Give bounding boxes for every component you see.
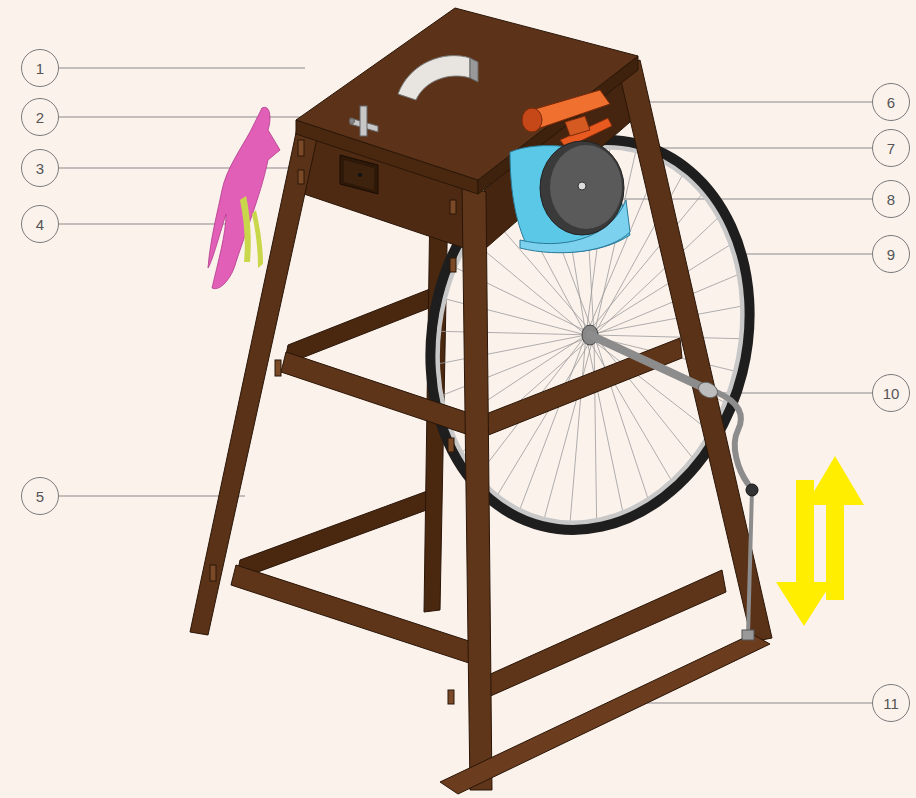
leader-lines — [722, 392, 872, 393]
leader-lines — [735, 253, 872, 254]
wheel-spoke — [594, 335, 741, 339]
callout-number: 7 — [887, 140, 895, 157]
metal-clamp — [350, 119, 355, 124]
callout-circle: 5 — [21, 477, 59, 515]
callout-circle: 9 — [872, 235, 910, 273]
foot-board — [440, 634, 770, 794]
wheel-spoke — [438, 335, 587, 364]
tool-rest — [398, 56, 470, 100]
glove — [208, 107, 280, 288]
motion-arrows — [806, 456, 864, 600]
wedge-joints — [450, 258, 456, 272]
metal-clamp — [350, 106, 379, 136]
glove — [208, 107, 280, 288]
callout-number: 3 — [36, 160, 44, 177]
crank-mechanism — [590, 335, 752, 635]
callout-circle: 2 — [21, 98, 59, 136]
grinder-body — [522, 108, 542, 132]
callout-circle: 6 — [872, 83, 910, 121]
glove — [240, 196, 251, 262]
wedge-joints — [298, 170, 304, 184]
grinder-body — [565, 116, 590, 136]
leader-lines — [59, 495, 245, 496]
callout-number: 5 — [36, 488, 44, 505]
stool-rail — [486, 338, 682, 436]
stool-rail — [231, 565, 472, 664]
callout-circle: 11 — [872, 684, 910, 722]
wheel-spoke — [586, 306, 743, 335]
callout-circle: 1 — [21, 49, 59, 87]
crank-parts — [742, 630, 754, 640]
crank-mechanism — [590, 335, 700, 386]
wheel-spoke — [594, 335, 597, 521]
callout-circle: 4 — [21, 205, 59, 243]
apron-box — [344, 160, 374, 190]
grinding-wheel — [550, 145, 622, 229]
tool-rest — [470, 58, 478, 82]
leader-lines — [640, 702, 872, 703]
motion-arrows — [776, 480, 832, 626]
stool-rail — [281, 352, 472, 436]
callout-circle: 10 — [872, 374, 910, 412]
back-stretchers — [284, 285, 442, 365]
metal-clamp — [360, 106, 367, 136]
wedge-joints — [448, 690, 454, 704]
crank-parts — [746, 484, 758, 496]
callout-number: 10 — [883, 385, 900, 402]
wheel-spoke — [586, 335, 623, 513]
wedge-joints — [298, 140, 304, 156]
glove — [252, 210, 263, 268]
back-stretchers — [236, 490, 432, 580]
leader-lines — [59, 67, 305, 68]
wheel-spoke — [544, 335, 594, 519]
callout-number: 8 — [887, 191, 895, 208]
apron-box — [340, 155, 378, 194]
grinding-wheel — [578, 182, 586, 190]
grinding-guard — [510, 146, 630, 253]
callout-circle: 3 — [21, 149, 59, 187]
leader-lines — [595, 198, 872, 199]
wheel-spoke — [570, 335, 586, 523]
apron-box — [358, 173, 362, 177]
wooden-stool — [190, 8, 772, 794]
callout-number: 2 — [36, 109, 44, 126]
wedge-joints — [450, 200, 456, 214]
callout-circle: 7 — [872, 129, 910, 167]
crank-mechanism — [748, 490, 752, 635]
callout-number: 1 — [36, 60, 44, 77]
callout-number: 9 — [887, 246, 895, 263]
grinding-guard — [510, 146, 630, 253]
crank-mechanism — [716, 392, 748, 484]
wheel-spoke — [439, 331, 594, 335]
apron-box — [340, 155, 378, 194]
wheel-spoke — [594, 274, 739, 335]
crank-parts — [696, 379, 758, 640]
callout-circle: 8 — [872, 180, 910, 218]
crank-parts — [696, 379, 720, 400]
grinder-body — [522, 90, 612, 148]
callout-number: 11 — [883, 695, 899, 712]
grinding-wheel — [540, 141, 624, 235]
callout-number: 4 — [36, 216, 44, 233]
wedge-joints — [275, 360, 281, 376]
wedge-joints — [448, 438, 454, 452]
stool-leg-front — [462, 185, 492, 790]
motion-arrows — [776, 456, 864, 626]
tool-rest — [398, 56, 478, 100]
callout-number: 6 — [887, 94, 895, 111]
stool-leg-right — [618, 60, 772, 642]
grinding-wheel — [540, 141, 624, 235]
wheel-spoke — [520, 335, 587, 510]
wedge-joints — [210, 140, 456, 704]
wedge-joints — [210, 565, 216, 581]
